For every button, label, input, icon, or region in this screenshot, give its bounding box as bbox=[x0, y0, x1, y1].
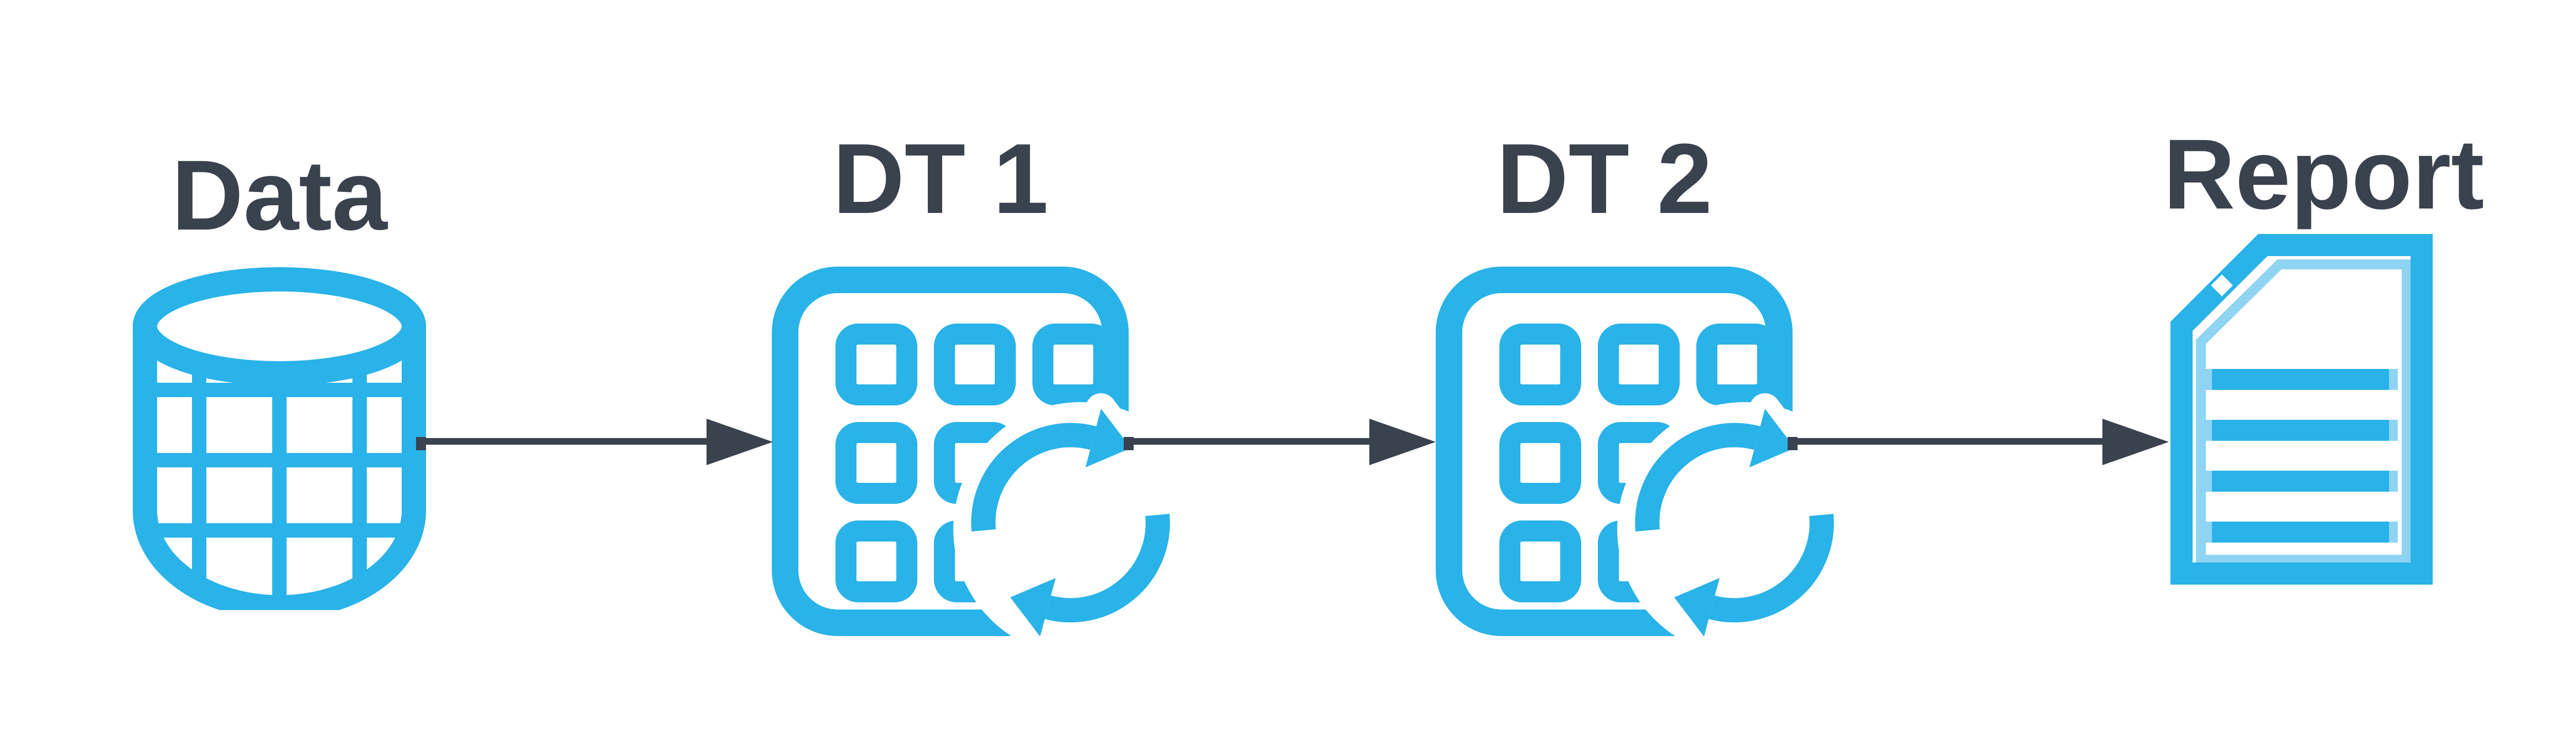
arrow-data-to-dt1 bbox=[416, 419, 773, 465]
document-icon bbox=[2169, 232, 2440, 592]
data-node-label: Data bbox=[171, 140, 388, 251]
dt2-node-label: DT 2 bbox=[1496, 123, 1713, 235]
database-icon bbox=[133, 267, 426, 610]
dt1-node-label: DT 1 bbox=[832, 123, 1049, 235]
arrow-dt1-to-dt2 bbox=[1124, 419, 1436, 465]
report-node-label: Report bbox=[2163, 119, 2484, 230]
arrow-dt2-to-report bbox=[1788, 419, 2169, 465]
